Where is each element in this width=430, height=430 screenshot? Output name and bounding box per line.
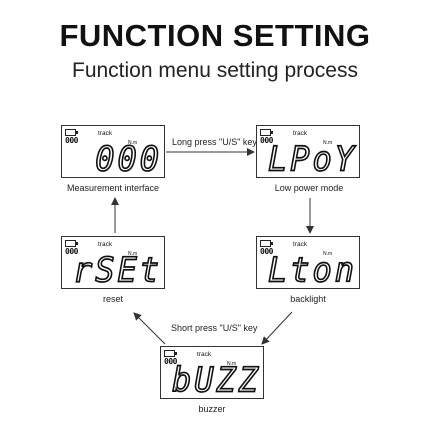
page-title: FUNCTION SETTING [59,18,371,53]
battery-icon [260,240,273,247]
lcd-readout: bUZZ [171,360,261,400]
lcd-screen-low-power: 000 track N.m LPoY [256,125,360,178]
lcd-screen-measurement: 000 track N.m 000 [61,125,165,178]
unit-label: N.m [323,140,333,146]
battery-icon [65,240,78,247]
screen-label-buzzer: buzzer [198,404,226,414]
track-label: track [98,241,113,248]
battery-icon [260,129,273,136]
short-press-label: Short press "U/S" key [171,323,258,333]
arrow-buzzer-to-reset [133,312,166,345]
lcd-screen-reset: 000 track N.m rSEt [61,236,165,289]
lcd-screen-backlight: 000 track N.m Lton [256,236,360,289]
lcd-readout: LPoY [267,139,357,179]
unit-label: N.m [128,251,138,257]
long-press-label: Long press "U/S" key [172,137,257,147]
lcd-readout: rSEt [72,250,162,290]
page-subtitle: Function menu setting process [72,59,358,82]
screen-label-measurement: Measurement interface [66,183,160,193]
battery-icon [164,350,177,357]
screen-label-backlight: backlight [290,294,326,304]
track-label: track [293,241,308,248]
lcd-screen-buzzer: 000 track N.m bUZZ [160,346,264,399]
lcd-readout: 000 [94,139,162,179]
screen-label-reset: reset [102,294,123,304]
battery-icon [65,129,78,136]
mini-readout: 000 [260,247,273,256]
mini-readout: 000 [260,136,273,145]
mini-readout: 000 [65,247,78,256]
mini-readout: 000 [65,136,78,145]
unit-label: N.m [227,361,237,367]
lcd-readout: Lton [267,250,357,290]
arrow-backlight-to-buzzer [261,311,293,345]
screen-label-low-power: Low power mode [274,183,344,193]
unit-label: N.m [128,140,138,146]
track-label: track [98,130,113,137]
mini-readout: 000 [164,357,177,366]
track-label: track [293,130,308,137]
unit-label: N.m [323,251,333,257]
track-label: track [197,351,212,358]
